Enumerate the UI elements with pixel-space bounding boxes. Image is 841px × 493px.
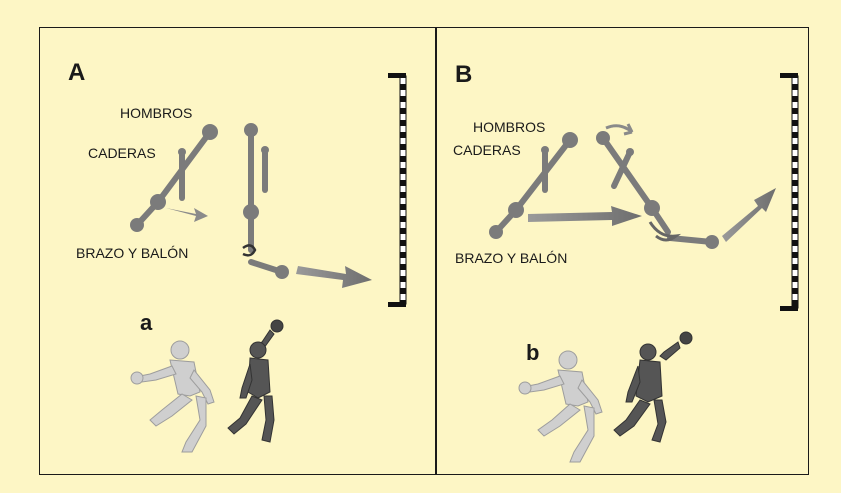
throwing-player-icon xyxy=(227,319,284,443)
panel-a-joints-right xyxy=(243,123,289,279)
hip-joint xyxy=(508,202,524,218)
panel-divider xyxy=(435,27,437,475)
rotation-icon xyxy=(242,244,257,257)
panel-b-label-hips: CADERAS xyxy=(453,142,521,158)
hip-joint xyxy=(541,146,549,154)
hip-joint xyxy=(261,146,269,154)
panel-a-label-shoulders: HOMBROS xyxy=(120,105,192,121)
hip-joint xyxy=(150,194,166,210)
diagram-frame xyxy=(39,27,809,475)
arrow-icon xyxy=(296,266,372,288)
ball-joint xyxy=(489,225,503,239)
shoulder-joint xyxy=(562,132,578,148)
rotation-icon xyxy=(648,221,682,242)
panel-a: A HOMBROS CADERAS BRAZO Y BALÓN xyxy=(68,59,407,453)
goal-post-icon xyxy=(780,73,799,311)
arrow-icon xyxy=(528,206,642,226)
hip-joint xyxy=(178,148,186,156)
panel-a-joints-left xyxy=(130,124,218,232)
hip-joint xyxy=(626,148,634,156)
panel-b-joints-left xyxy=(489,132,578,239)
hip-joint xyxy=(644,200,660,216)
hip-joint xyxy=(243,204,259,220)
panel-b-letter: B xyxy=(455,61,472,88)
running-player-icon xyxy=(518,350,603,463)
panel-b-sub-letter: b xyxy=(526,340,539,365)
ball-joint xyxy=(705,235,719,249)
panel-a-letter: A xyxy=(68,59,85,86)
panel-b-label-shoulders: HOMBROS xyxy=(473,119,545,135)
shoulder-joint xyxy=(596,131,610,145)
throwing-player-icon xyxy=(613,331,693,443)
panel-b-joints-right xyxy=(596,131,719,249)
arrow-icon xyxy=(722,188,776,242)
ball-joint xyxy=(130,218,144,232)
goal-post-icon xyxy=(388,73,407,307)
running-player-icon xyxy=(130,340,215,453)
panel-b-label-arm-ball: BRAZO Y BALÓN xyxy=(455,250,567,266)
panel-a-sub-letter: a xyxy=(140,310,153,335)
shoulder-joint xyxy=(202,124,218,140)
panel-a-label-arm-ball: BRAZO Y BALÓN xyxy=(76,245,188,261)
shoulder-joint xyxy=(244,123,258,137)
ball-joint xyxy=(275,265,289,279)
rotation-icon xyxy=(605,123,634,136)
panel-b: B HOMBROS CADERAS BRAZO Y BALÓN xyxy=(453,61,799,463)
panel-b-body-segments-right xyxy=(600,135,715,245)
panel-a-label-hips: CADERAS xyxy=(88,145,156,161)
arrow-icon xyxy=(166,208,208,222)
